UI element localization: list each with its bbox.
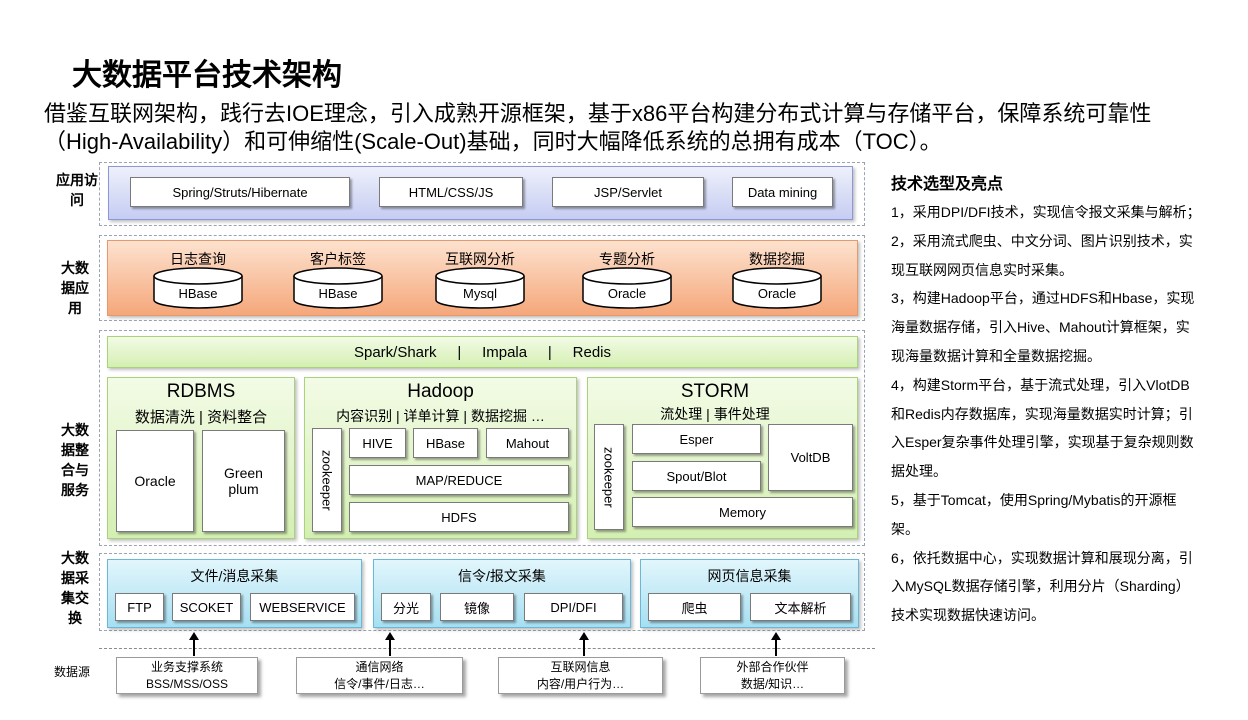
storm-zookeeper: zookeeper (594, 424, 624, 530)
source-partner-line2: 数据/知识… (740, 676, 805, 691)
app-store-topic: Oracle (607, 286, 647, 301)
row-label-collection: 大数据采集交换 (61, 550, 89, 626)
side-points: 1，采用DPI/DFI技术，实现信令报文采集与解析； 2，采用流式爬虫、中文分词… (891, 198, 1201, 630)
rdbms-title: RDBMS (166, 381, 236, 402)
side-heading: 技术选型及亮点 (891, 176, 1004, 193)
source-bss: 业务支撑系统 BSS/MSS/OSS (116, 657, 258, 694)
side-point: 5，基于Tomcat，使用Spring/Mybatis的开源框架。 (891, 491, 1177, 537)
arrow-up-icon (579, 632, 589, 656)
storm-memory: Memory (632, 497, 853, 527)
row-label-source: 数据源 (54, 665, 91, 679)
collection-webservice: WEBSERVICE (250, 593, 355, 621)
access-item-datamining: Data mining (732, 177, 833, 207)
arrow-up-icon (189, 632, 199, 656)
source-network: 通信网络 信令/事件/日志… (296, 657, 463, 694)
storm-spout: Spout/Blot (632, 461, 761, 491)
row-label-access: 应用访问 (56, 172, 98, 208)
app-store-log: HBase (178, 286, 218, 301)
integration-bar: Spark/Shark | Impala | Redis (107, 336, 858, 368)
rdbms-sub: 数据清洗 | 资料整合 (134, 409, 268, 426)
access-item-html: HTML/CSS/JS (379, 177, 523, 207)
collection-split: 分光 (381, 593, 431, 621)
source-network-line2: 信令/事件/日志… (334, 676, 425, 691)
side-point: 6，依托数据中心，实现数据计算和展现分离，引入MySQL数据存储引擎，利用分片（… (891, 549, 1193, 624)
hadoop-mahout: Mahout (486, 428, 569, 458)
hadoop-hive: HIVE (349, 428, 406, 458)
row-label-integration: 大数据整合与服务 (61, 422, 89, 498)
source-bss-line1: 业务支撑系统 (150, 659, 223, 674)
hadoop-hdfs: HDFS (349, 502, 569, 532)
rdbms-greenplum: Green plum (202, 430, 285, 532)
hadoop-sub: 内容识别 | 详单计算 | 数据挖掘 … (336, 408, 545, 424)
collection-title-web: 网页信息采集 (707, 568, 792, 584)
app-label-mining: 数据挖掘 (749, 251, 805, 267)
app-label-tag: 客户标签 (310, 251, 366, 267)
collection-title-file: 文件/消息采集 (190, 568, 279, 584)
page-title: 大数据平台技术架构 (72, 59, 342, 92)
row-label-bigdata-app: 大数据应用 (61, 260, 89, 316)
collection-mirror: 镜像 (440, 593, 514, 621)
source-bss-line2: BSS/MSS/OSS (145, 676, 229, 691)
cylinder-icon (732, 267, 822, 309)
side-point: 4，构建Storm平台，基于流式处理，引入VlotDB和Redis内存数据库，实… (891, 376, 1194, 480)
collection-dpi: DPI/DFI (524, 593, 623, 621)
side-point: 3，构建Hadoop平台，通过HDFS和Hbase，实现海量数据存储，引入Hiv… (891, 290, 1195, 364)
source-internet-line2: 内容/用户行为… (536, 676, 625, 691)
storm-voltdb: VoltDB (768, 424, 853, 491)
collection-title-signal: 信令/报文采集 (458, 568, 546, 584)
source-separator (99, 648, 875, 649)
storm-sub: 流处理 | 事件处理 (660, 406, 770, 422)
collection-frame (99, 553, 865, 631)
arrow-up-icon (771, 632, 781, 656)
app-label-topic: 专题分析 (599, 251, 655, 267)
hadoop-zookeeper: zookeeper (312, 428, 342, 532)
app-label-internet: 互联网分析 (445, 251, 515, 267)
storm-title: STORM (680, 381, 750, 402)
arrow-up-icon (385, 632, 395, 656)
collection-textparse: 文本解析 (750, 593, 851, 621)
source-partner: 外部合作伙伴 数据/知识… (700, 657, 845, 694)
hadoop-title: Hadoop (407, 381, 474, 402)
cylinder-icon (582, 267, 672, 309)
app-label-log: 日志查询 (170, 251, 226, 267)
source-network-line1: 通信网络 (355, 659, 404, 674)
app-store-mining: Oracle (757, 286, 797, 301)
storm-esper: Esper (632, 424, 761, 454)
source-internet-line1: 互联网信息 (550, 659, 611, 674)
cylinder-icon (153, 267, 243, 309)
app-store-tag: HBase (318, 286, 358, 301)
page-subtitle: 借鉴互联网架构，践行去IOE理念，引入成熟开源框架，基于x86平台构建分布式计算… (44, 101, 1152, 154)
side-point: 1，采用DPI/DFI技术，实现信令报文采集与解析； (891, 204, 1201, 220)
side-point: 2，采用流式爬虫、中文分词、图片识别技术，实现互联网网页信息实时采集。 (891, 232, 1193, 278)
rdbms-oracle: Oracle (116, 430, 194, 532)
access-item-spring: Spring/Struts/Hibernate (130, 177, 350, 207)
collection-crawler: 爬虫 (648, 593, 741, 621)
integration-frame (99, 330, 865, 546)
bigdata-app-frame (99, 235, 865, 321)
collection-socket: SCOKET (172, 593, 241, 621)
access-row-frame (99, 162, 865, 226)
cylinder-icon (293, 267, 383, 309)
source-internet: 互联网信息 内容/用户行为… (498, 657, 663, 694)
hadoop-mapreduce: MAP/REDUCE (349, 465, 569, 495)
cylinder-icon (435, 267, 525, 309)
collection-ftp: FTP (115, 593, 164, 621)
app-store-internet: Mysql (463, 286, 497, 301)
access-item-jsp: JSP/Servlet (552, 177, 704, 207)
source-partner-line1: 外部合作伙伴 (736, 659, 809, 674)
hadoop-hbase: HBase (413, 428, 478, 458)
